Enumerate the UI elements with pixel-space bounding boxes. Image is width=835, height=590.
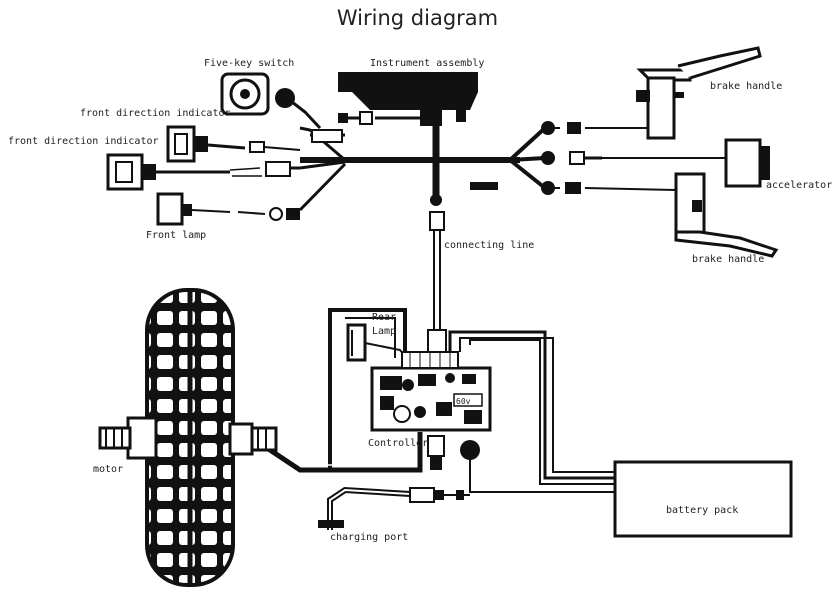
five-key-switch-label: Five-key switch <box>204 58 295 69</box>
brake-handle-bottom-label: brake handle <box>692 254 765 265</box>
front-direction-indicator-upper-icon <box>166 125 345 163</box>
diagram-title: Wiring diagram <box>336 6 499 30</box>
charging-port-label: charging port <box>330 532 409 543</box>
connecting-line-icon <box>427 194 447 353</box>
instrument-assembly-label: Instrument assembly <box>370 58 485 69</box>
motor-label: motor <box>93 464 124 475</box>
controller-board-text: 60v <box>456 397 471 406</box>
front-direction-indicator-lower-label: front direction indicator <box>8 136 159 147</box>
accelerator-icon <box>602 138 770 188</box>
front-lamp-label: Front lamp <box>146 230 207 241</box>
connecting-line-label: connecting line <box>444 240 535 251</box>
charging-port-icon <box>318 486 470 530</box>
instrument-assembly-icon <box>338 72 478 126</box>
rear-lamp-label-line1: Rear <box>372 312 397 323</box>
rear-lamp-label-line2: Lamp <box>372 326 397 337</box>
front-direction-indicator-upper-label: front direction indicator <box>80 108 231 119</box>
rear-lamp-icon <box>346 323 411 363</box>
brake-handle-bottom-icon <box>674 172 779 258</box>
front-lamp-icon <box>156 192 300 226</box>
battery-pack-label: battery pack <box>666 505 739 516</box>
battery-pack-icon <box>613 460 793 538</box>
accelerator-label: accelerator <box>766 180 833 191</box>
motor-wheel-icon <box>98 288 278 587</box>
brake-handle-top-icon <box>636 46 762 140</box>
controller-label: Controller <box>368 438 429 449</box>
five-key-switch-icon <box>220 72 322 130</box>
front-direction-indicator-lower-icon <box>106 153 300 191</box>
controller-icon <box>370 351 492 432</box>
controller-housing <box>328 308 407 468</box>
controller-to-battery-wires <box>448 330 615 485</box>
brake-handle-top-label: brake handle <box>710 81 783 92</box>
